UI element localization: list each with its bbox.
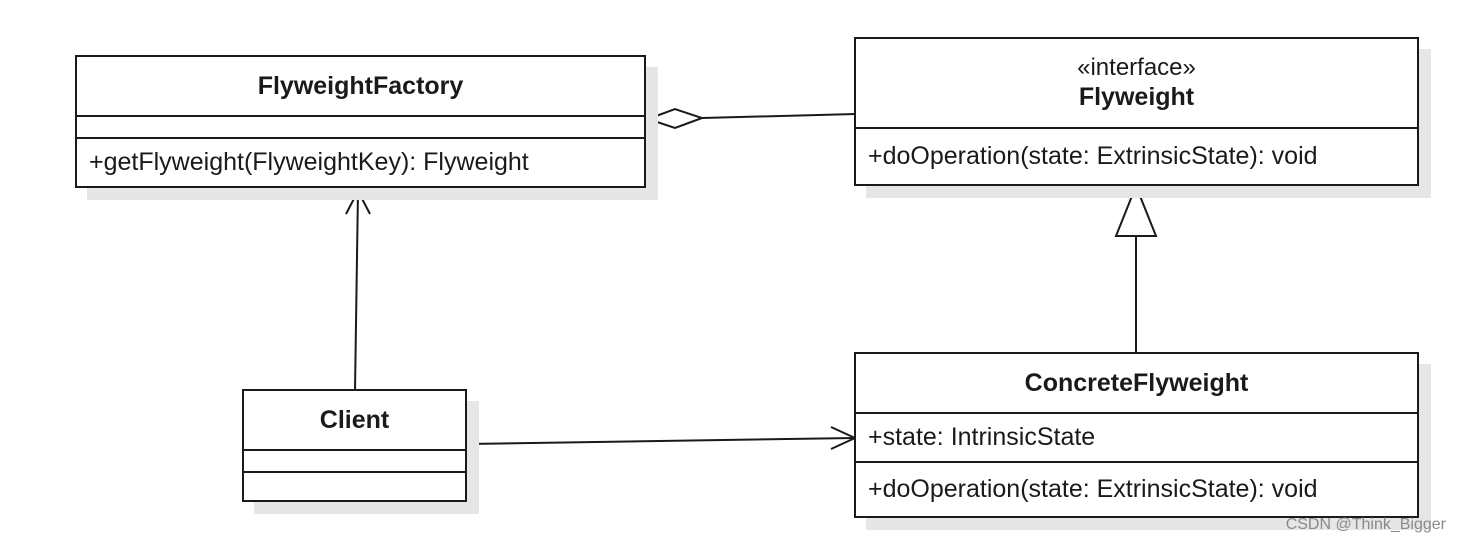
realization-triangle [1114, 183, 1158, 237]
class-name-concrete-flyweight: ConcreteFlyweight [856, 354, 1417, 414]
operation-get-flyweight: +getFlyweight(FlyweightKey): Flyweight [89, 148, 529, 176]
client-to-factory-line [354, 190, 359, 391]
class-title: Client [319, 406, 390, 434]
class-title: Flyweight [1078, 83, 1195, 111]
client-to-factory-arrowhead [345, 188, 371, 215]
operations-compartment [244, 473, 465, 500]
attribute-state: +state: IntrinsicState [868, 423, 1096, 451]
class-title: FlyweightFactory [257, 72, 464, 100]
operations-compartment: +doOperation(state: ExtrinsicState): voi… [856, 129, 1417, 184]
aggregation-line [701, 113, 857, 119]
client-to-concrete-line [465, 437, 856, 445]
attributes-compartment [77, 117, 644, 139]
class-concrete-flyweight[interactable]: ConcreteFlyweight +state: IntrinsicState… [854, 352, 1419, 518]
watermark-text: CSDN @Think_Bigger [1285, 516, 1446, 533]
operation-do-operation: +doOperation(state: ExtrinsicState): voi… [868, 142, 1318, 170]
operations-compartment: +doOperation(state: ExtrinsicState): voi… [856, 463, 1417, 516]
aggregation-diamond [644, 107, 706, 130]
class-name-client: Client [244, 391, 465, 451]
class-name-flyweight: «interface» Flyweight [856, 39, 1417, 129]
class-flyweight-interface[interactable]: «interface» Flyweight +doOperation(state… [854, 37, 1419, 186]
stereotype-label: «interface» [1077, 54, 1196, 81]
class-flyweight-factory[interactable]: FlyweightFactory +getFlyweight(Flyweight… [75, 55, 646, 188]
class-client[interactable]: Client [242, 389, 467, 502]
class-name-flyweight-factory: FlyweightFactory [77, 57, 644, 117]
operation-do-operation: +doOperation(state: ExtrinsicState): voi… [868, 475, 1318, 503]
attributes-compartment [244, 451, 465, 473]
attributes-compartment: +state: IntrinsicState [856, 414, 1417, 463]
class-title: ConcreteFlyweight [1024, 369, 1249, 397]
operations-compartment: +getFlyweight(FlyweightKey): Flyweight [77, 139, 644, 186]
